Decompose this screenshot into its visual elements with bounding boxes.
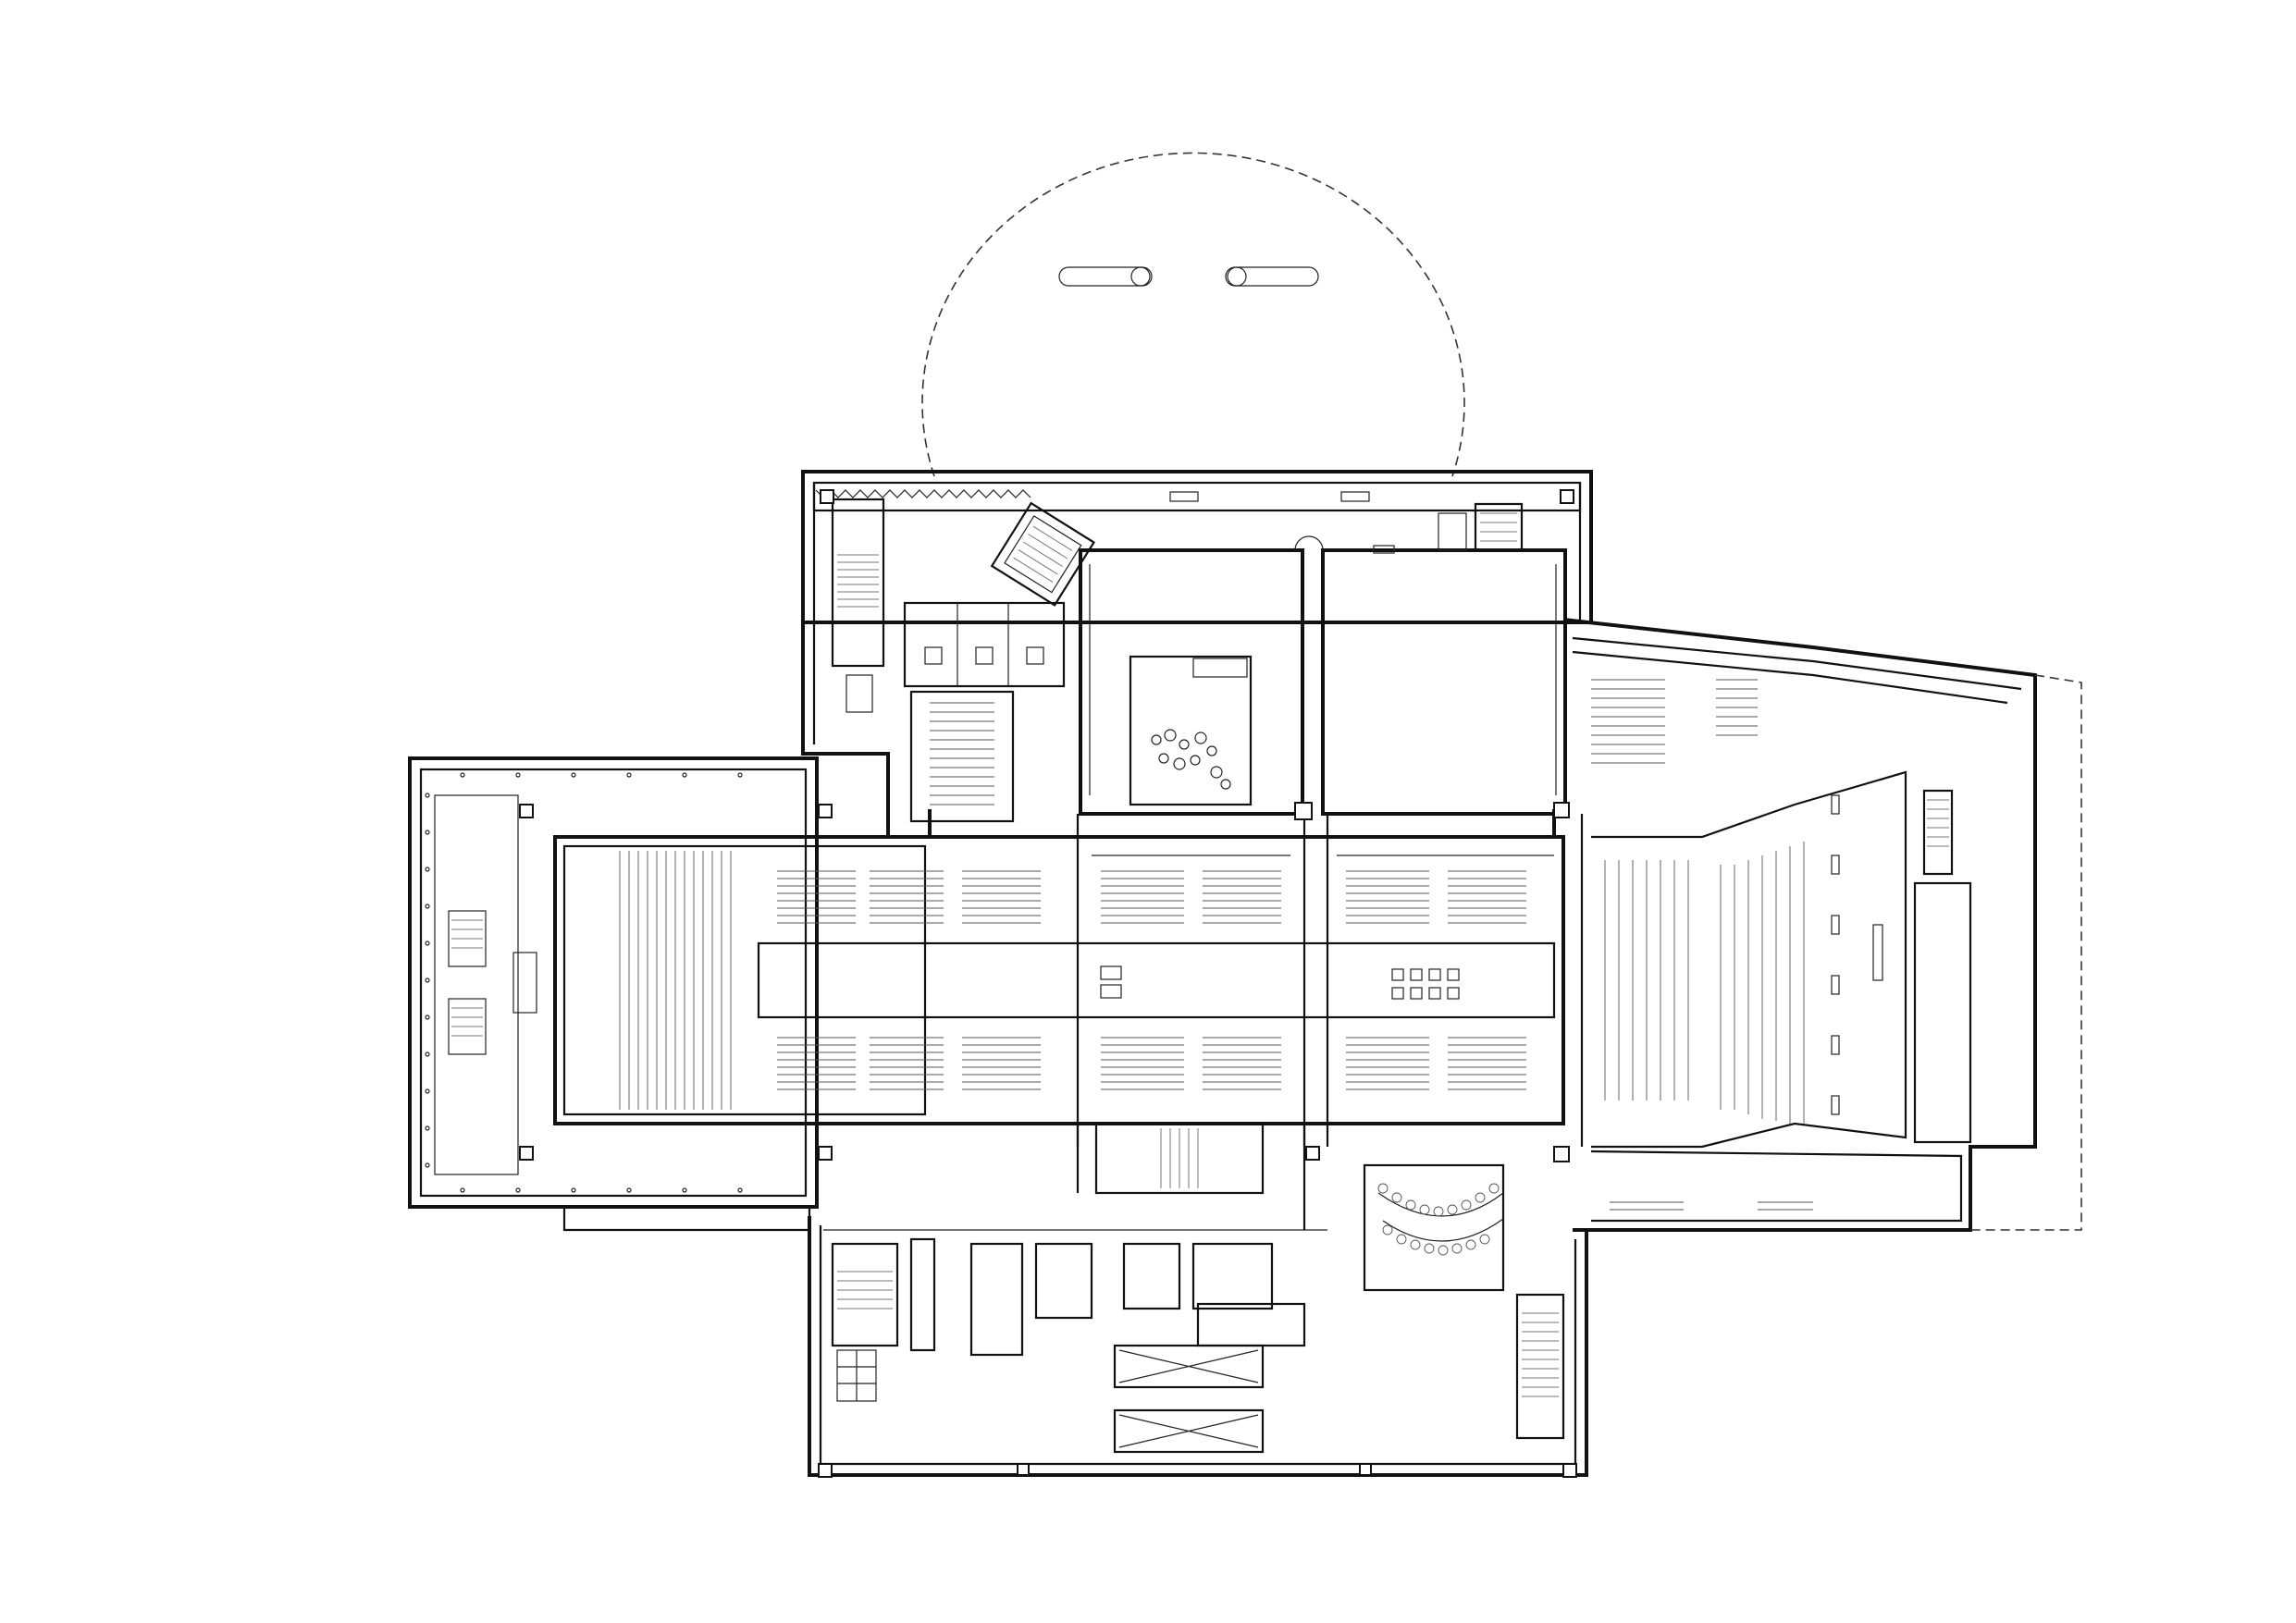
angled-stair-block (990, 501, 1095, 607)
canopy-skylight-slots (1058, 266, 1319, 287)
east-stage-windows (1831, 794, 1883, 1115)
restroom-block (903, 601, 1066, 688)
east-lower-corridor (1590, 1150, 1963, 1223)
hall-table-rows-upper (777, 870, 1526, 924)
south-west-stair (837, 1271, 893, 1309)
east-fire-stair (1922, 789, 1954, 876)
lecture-room-north (909, 690, 1015, 823)
plant-cluster (1151, 729, 1231, 790)
east-stage-seating (1604, 842, 1805, 1124)
west-wing-perimeter-dots (425, 772, 743, 1193)
west-stairs (448, 910, 537, 1055)
south-core-stairs (1094, 1122, 1265, 1454)
north-east-stair (1438, 502, 1524, 552)
west-seating-block (619, 851, 732, 1110)
south-desks (836, 1349, 877, 1402)
main-hall-walls (553, 809, 1565, 1147)
south-service-rooms (831, 1237, 1306, 1357)
structural-columns (519, 489, 1577, 1478)
display-cases (1100, 965, 1460, 1000)
south-block-walls (562, 1124, 1588, 1477)
east-upper-tiers (1591, 679, 1758, 764)
north-west-stair (831, 498, 885, 713)
west-wing-walls (408, 756, 819, 1209)
north-entry-doors (1169, 491, 1395, 554)
south-east-stair (1515, 1293, 1565, 1440)
hall-table-rows-lower (777, 1037, 1526, 1090)
north-center-rooms (1079, 548, 1567, 816)
north-block-walls (801, 470, 1593, 837)
east-auditorium-walls (1562, 618, 2082, 1232)
dashed-canopy-outline (921, 152, 1465, 477)
round-seating-lounge (1363, 1163, 1505, 1292)
